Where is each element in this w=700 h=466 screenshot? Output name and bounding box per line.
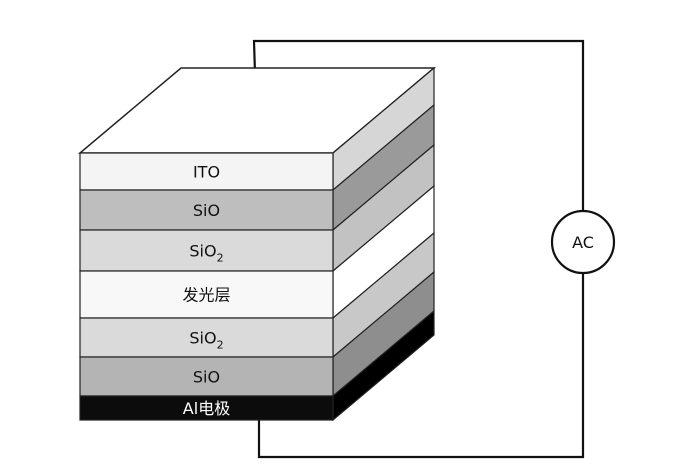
layer-label: ITO (193, 163, 220, 182)
layer-label-subscript: 2 (217, 339, 224, 352)
layer-label: SiO (193, 201, 220, 220)
layer-front-face (79, 189, 334, 231)
layer-front-face (79, 317, 334, 358)
layer-label: SiO2 (189, 242, 223, 265)
layer-label: Al电极 (183, 399, 230, 418)
ac-source: AC (550, 209, 616, 275)
layer-front-face (79, 270, 334, 319)
layer-label-subscript: 2 (217, 252, 224, 265)
ac-source-circle (550, 209, 616, 275)
layer-label: SiO (193, 368, 220, 387)
layer-label: 发光层 (182, 286, 230, 305)
ac-source-label: AC (572, 233, 594, 252)
layer-front-face (79, 356, 334, 397)
layer-label: SiO2 (189, 329, 223, 352)
layer-front-face (79, 229, 334, 272)
wire-bottom (257, 273, 585, 459)
layer-front-face (79, 395, 334, 421)
layer-front-face (79, 152, 334, 191)
